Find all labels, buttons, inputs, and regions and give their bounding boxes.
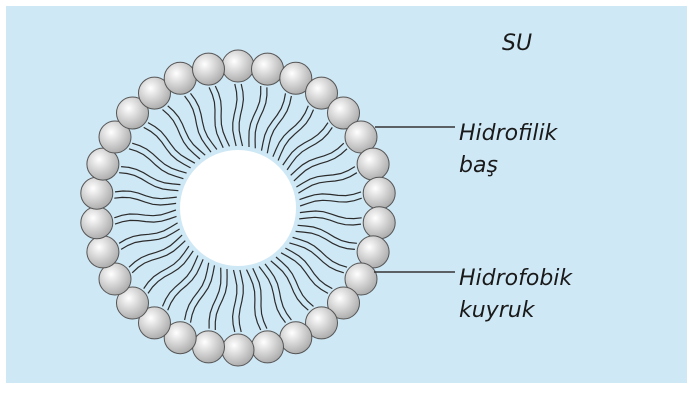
hydrophilic-head	[363, 207, 395, 239]
hydrophilic-head	[280, 322, 312, 354]
hydrophilic-head	[81, 177, 113, 209]
head-label-line1: Hidrofilik	[459, 121, 559, 146]
head-label-line2: baş	[459, 153, 498, 178]
hydrophilic-head	[164, 62, 196, 94]
hydrophilic-head	[252, 53, 284, 85]
hydrophilic-head	[252, 331, 284, 363]
hydrophilic-head	[193, 331, 225, 363]
water-label: SU	[502, 31, 532, 56]
hydrophilic-head	[363, 177, 395, 209]
hydrophilic-head	[193, 53, 225, 85]
micelle-core	[180, 150, 296, 266]
hydrophilic-head	[222, 50, 254, 82]
hydrophilic-head	[87, 236, 119, 268]
tail-label-line2: kuyruk	[459, 298, 536, 323]
tail-label-line1: Hidrofobik	[459, 266, 573, 291]
hydrophilic-head	[81, 207, 113, 239]
hydrophilic-head	[357, 148, 389, 180]
hydrophilic-head	[222, 334, 254, 366]
